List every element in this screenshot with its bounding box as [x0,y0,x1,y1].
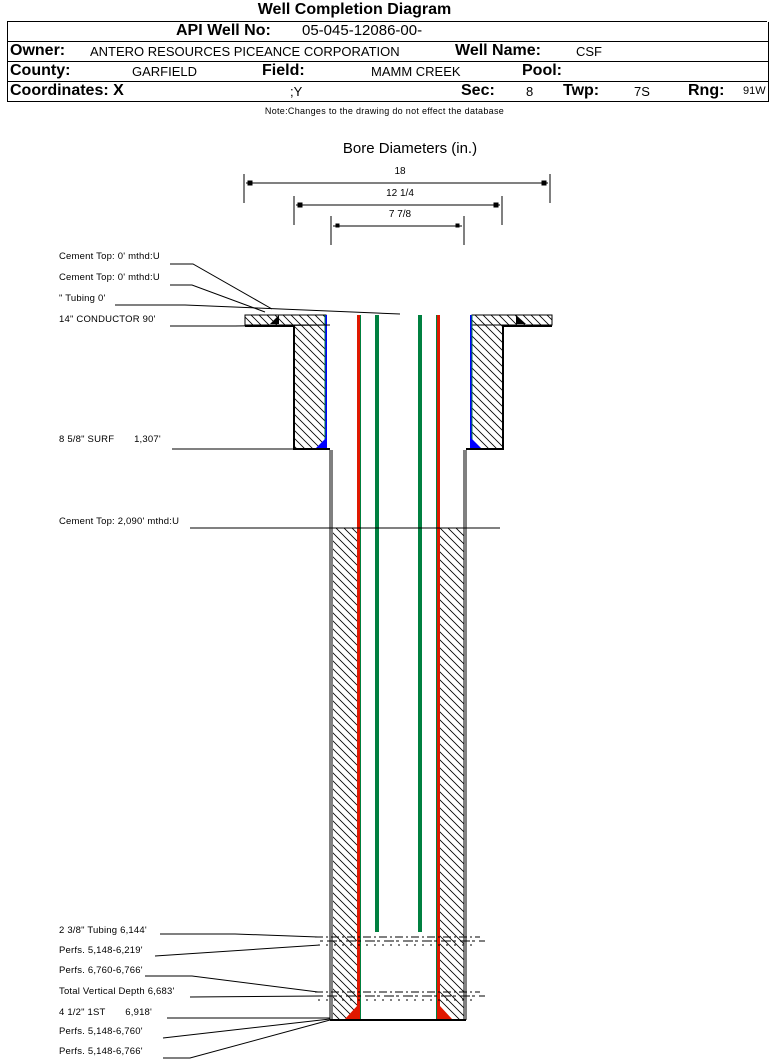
owner-label: Owner: [10,42,66,59]
coords-row: Coordinates: X ;Y Sec: 8 Twp: 7S Rng: 91… [7,82,769,102]
callout-leaders [115,263,500,1059]
well-name-value: CSF [576,44,602,59]
diagram-title: Well Completion Diagram [257,1,452,18]
county-value: GARFIELD [132,64,198,79]
rng-value: 91W [743,85,766,97]
bore-dimension-12-1-4 [293,196,503,225]
note-text: Note:Changes to the drawing do not effec… [264,106,505,116]
callout-label: 2 3/8" Tubing 6,144' [59,925,147,936]
surface-cement-right [466,315,504,450]
callout-label: Cement Top: 0' mthd:U [59,272,160,283]
field-value: MAMM CREEK [371,64,461,79]
callout-label: 14" CONDUCTOR 90' [59,314,156,325]
tubing-right [418,315,422,932]
open-hole-wall-left [329,450,333,1020]
bore-dimension-18 [243,174,551,203]
county-label: County: [10,62,71,79]
callout-label: Perfs. 5,148-6,766' [59,1046,143,1057]
owner-row: Owner: ANTERO RESOURCES PICEANCE CORPORA… [7,42,769,62]
rng-label: Rng: [688,82,725,99]
bore-diameter-label: 18 [394,166,406,177]
api-row: API Well No: 05-045-12086-00- [7,22,769,42]
coords-label: Coordinates: X [10,82,124,99]
perforation-zone [315,991,485,1001]
owner-value: ANTERO RESOURCES PICEANCE CORPORATION [90,44,400,59]
coords-y: ;Y [290,84,303,99]
api-label: API Well No: [176,22,271,39]
callout-label: Cement Top: 2,090' mthd:U [59,516,180,527]
twp-label: Twp: [563,82,600,99]
field-label: Field: [262,62,305,79]
bore-dimension-7-7-8 [330,216,465,245]
callout-label: 4 1/2" 1ST 6,918' [59,1007,153,1018]
cement-wedge [516,315,526,324]
production-cement-right [440,528,464,1019]
production-cement-left [333,528,357,1019]
bore-diameters-title: Bore Diameters (in.) [342,140,478,157]
production-casing-left [345,315,361,1019]
callout-label: Perfs. 5,148-6,219' [59,945,143,956]
callout-label: Total Vertical Depth 6,683' [59,986,175,997]
api-value: 05-045-12086-00- [302,22,423,39]
twp-value: 7S [634,84,650,99]
county-row: County: GARFIELD Field: MAMM CREEK Pool: [7,62,769,82]
header-table [7,21,767,22]
pool-label: Pool: [522,62,562,79]
callout-label: " Tubing 0' [59,293,106,304]
callout-label: 8 5/8" SURF 1,307' [59,434,161,445]
open-hole-wall-right [463,450,467,1020]
conductor-flange-right [471,314,553,327]
tubing-left [375,315,379,932]
surface-cement-left [293,315,330,450]
well-name-label: Well Name: [455,42,541,59]
production-casing-right [436,315,452,1019]
callout-label: Perfs. 6,760-6,766' [59,965,143,976]
callout-label: Perfs. 5,148-6,760' [59,1026,143,1037]
sec-label: Sec: [461,82,495,99]
bore-diameter-label: 7 7/8 [388,209,412,220]
callout-label: Cement Top: 0' mthd:U [59,251,160,262]
sec-value: 8 [526,84,534,99]
bore-diameter-label: 12 1/4 [386,188,414,199]
cement-wedge [270,315,279,324]
perforation-zone [315,936,485,946]
conductor-flange-left [244,314,327,327]
